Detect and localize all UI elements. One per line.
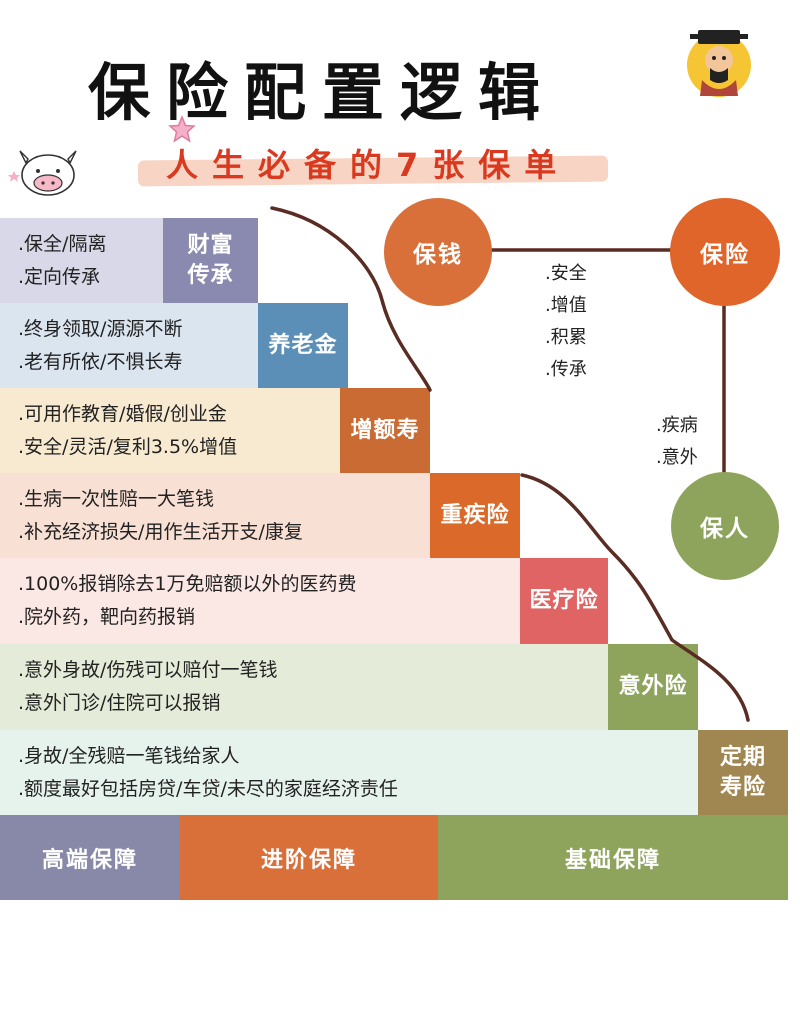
row-desc: .100%报销除去1万免赔额以外的医药费 .院外药，靶向药报销 xyxy=(0,558,520,644)
circle-label: 保险 xyxy=(700,242,750,268)
note-item: .意外 xyxy=(656,447,698,468)
row-increasing-life: .可用作教育/婚假/创业金 .安全/灵活/复利3.5%增值 增额寿 xyxy=(0,388,430,473)
insurance-label: 重疾险 xyxy=(430,473,520,558)
desc-line: .院外药，靶向药报销 xyxy=(18,606,196,628)
row-critical-illness: .生病一次性赔一大笔钱 .补充经济损失/用作生活开支/康复 重疾险 xyxy=(0,473,520,558)
insurance-circle: 保险 xyxy=(670,198,780,306)
desc-line: .可用作教育/婚假/创业金 xyxy=(18,403,227,425)
desc-line: .生病一次性赔一大笔钱 xyxy=(18,488,215,510)
row-desc: .生病一次性赔一大笔钱 .补充经济损失/用作生活开支/康复 xyxy=(0,473,430,558)
judge-mascot-icon xyxy=(687,30,751,97)
page-title: 保险配置逻辑 xyxy=(88,56,557,129)
circle-label: 保钱 xyxy=(413,242,463,268)
row-desc: .终身领取/源源不断 .老有所依/不惧长寿 xyxy=(0,303,258,388)
save-money-circle: 保钱 xyxy=(384,198,492,306)
tier-label: 高端保障 xyxy=(41,847,138,873)
insurance-label: 财富 传承 xyxy=(163,218,258,303)
desc-line: .定向传承 xyxy=(18,266,101,288)
desc-line: .额度最好包括房贷/车贷/未尽的家庭经济责任 xyxy=(18,778,398,800)
desc-line: .保全/隔离 xyxy=(18,233,107,255)
row-desc: .身故/全残赔一笔钱给家人 .额度最好包括房贷/车贷/未尽的家庭经济责任 xyxy=(0,730,698,815)
tier-advanced: 进阶保障 xyxy=(180,815,438,900)
money-notes: .安全 .增值 .积累 .传承 xyxy=(545,258,587,386)
row-wealth-inheritance: .保全/隔离 .定向传承 财富 传承 xyxy=(0,218,258,303)
tier-label: 基础保障 xyxy=(564,847,661,873)
desc-line: .100%报销除去1万免赔额以外的医药费 xyxy=(18,573,357,595)
note-item: .疾病 xyxy=(656,415,698,436)
tier-label: 进阶保障 xyxy=(260,847,357,873)
tier-basic: 基础保障 xyxy=(438,815,788,900)
insurance-label: 意外险 xyxy=(608,644,698,730)
row-pension: .终身领取/源源不断 .老有所依/不惧长寿 养老金 xyxy=(0,303,348,388)
desc-line: .意外门诊/住院可以报销 xyxy=(18,692,221,714)
label-text: 财富 传承 xyxy=(187,232,234,288)
insurance-label: 增额寿 xyxy=(340,388,430,473)
subtitle: 人生必备的7张保单 xyxy=(166,146,571,184)
label-text: 定期 寿险 xyxy=(719,744,766,800)
tier-premium: 高端保障 xyxy=(0,815,180,900)
label-text: 重疾险 xyxy=(440,502,510,528)
wealth-curve xyxy=(270,206,432,392)
insurance-label: 定期 寿险 xyxy=(698,730,788,815)
label-text: 养老金 xyxy=(268,332,338,358)
desc-line: .安全/灵活/复利3.5%增值 xyxy=(18,436,238,458)
subtitle-banner: 人生必备的7张保单 xyxy=(137,140,609,188)
circle-label: 保人 xyxy=(700,516,750,542)
row-term-life: .身故/全残赔一笔钱给家人 .额度最好包括房贷/车贷/未尽的家庭经济责任 定期 … xyxy=(0,730,788,815)
row-desc: .可用作教育/婚假/创业金 .安全/灵活/复利3.5%增值 xyxy=(0,388,340,473)
protect-person-circle: 保人 xyxy=(671,472,779,580)
label-text: 增额寿 xyxy=(350,417,420,443)
label-text: 医疗险 xyxy=(529,588,599,613)
desc-line: .补充经济损失/用作生活开支/康复 xyxy=(18,521,303,543)
insurance-label: 养老金 xyxy=(258,303,348,388)
note-item: .积累 xyxy=(545,327,587,348)
cow-icon xyxy=(8,150,77,196)
person-curve xyxy=(520,473,750,722)
desc-line: .身故/全残赔一笔钱给家人 xyxy=(18,745,240,767)
desc-line: .终身领取/源源不断 xyxy=(18,318,183,340)
desc-line: .老有所依/不惧长寿 xyxy=(18,351,183,373)
label-text: 意外险 xyxy=(618,674,688,699)
row-desc: .意外身故/伤残可以赔付一笔钱 .意外门诊/住院可以报销 xyxy=(0,644,608,730)
desc-line: .意外身故/伤残可以赔付一笔钱 xyxy=(18,659,278,681)
star-icon xyxy=(168,115,196,143)
row-desc: .保全/隔离 .定向传承 xyxy=(0,218,163,303)
note-item: .增值 xyxy=(545,295,587,316)
row-medical: .100%报销除去1万免赔额以外的医药费 .院外药，靶向药报销 医疗险 xyxy=(0,558,608,644)
note-item: .安全 xyxy=(545,263,587,284)
person-notes: .疾病 .意外 xyxy=(656,410,698,474)
insurance-label: 医疗险 xyxy=(520,558,608,644)
row-accident: .意外身故/伤残可以赔付一笔钱 .意外门诊/住院可以报销 意外险 xyxy=(0,644,698,730)
note-item: .传承 xyxy=(545,359,587,380)
